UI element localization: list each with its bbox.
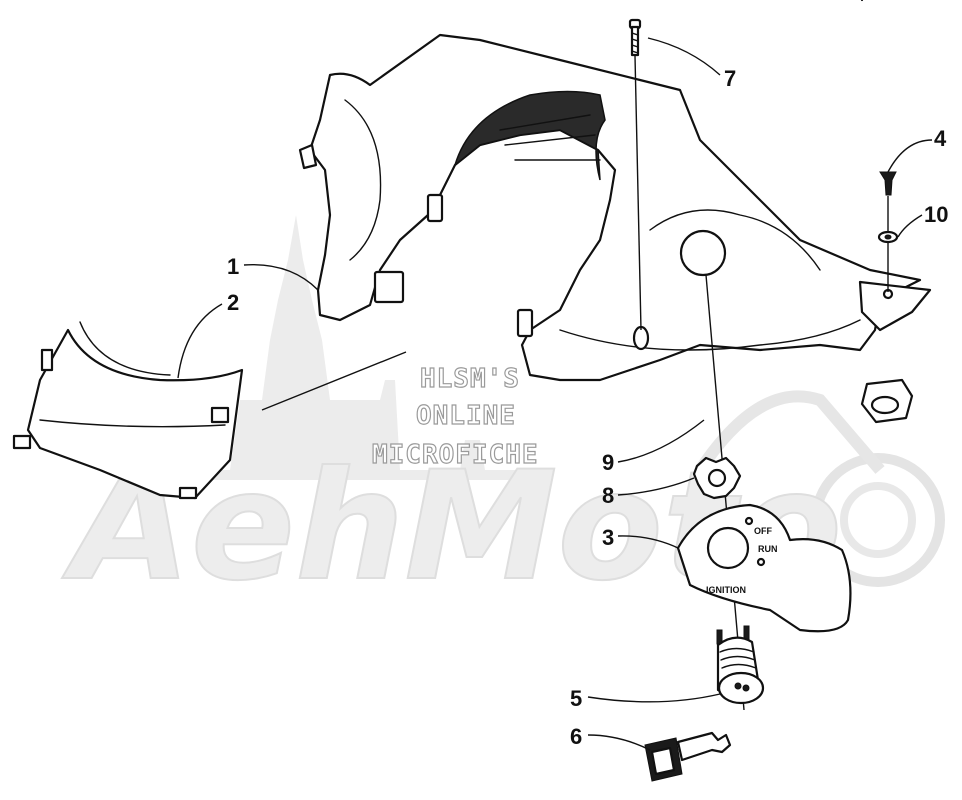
mounting-ear <box>858 280 932 332</box>
callout-7: 7 <box>724 66 736 91</box>
switch-5-keyhole-b <box>742 684 750 692</box>
part-8-lockwasher <box>692 456 742 500</box>
lockwasher-8-bore <box>707 468 727 488</box>
part-6-key <box>644 731 732 782</box>
ignition-plate-run-label: RUN <box>758 544 778 554</box>
switch-5-keyhole-a <box>734 682 742 690</box>
upper-cover-vent <box>453 90 606 181</box>
part-9-nut <box>860 0 914 424</box>
part-5-ignition-switch <box>716 625 765 705</box>
watermark-frame <box>695 390 885 474</box>
leader-4 <box>887 139 933 173</box>
screw-7-thread <box>631 32 639 54</box>
upper-cover-contour-right <box>649 209 821 271</box>
callout-9: 9 <box>602 450 614 475</box>
upper-cover-lip <box>559 319 861 351</box>
part-7-screw <box>628 18 642 331</box>
leader-5 <box>587 693 721 703</box>
screw-4-body <box>879 171 897 196</box>
callout-1: 1 <box>227 254 239 279</box>
upper-cover-tab-far-left <box>298 143 318 170</box>
nut-9-body <box>860 0 914 424</box>
lower-cover-tab-3 <box>210 406 230 424</box>
leader-9 <box>617 419 705 463</box>
watermark-wheel-inner <box>840 482 916 558</box>
callout-3: 3 <box>602 525 614 550</box>
callouts: 1 2 3 4 5 6 7 8 9 10 <box>227 66 948 749</box>
assembly-axis-line <box>261 351 407 411</box>
leader-6 <box>587 734 651 751</box>
part-1-upper-cover <box>298 33 932 382</box>
leader-7 <box>647 37 721 76</box>
lower-cover-tab-1 <box>40 348 54 372</box>
screw-7-axis <box>634 55 642 331</box>
upper-cover-tab-left <box>373 270 405 304</box>
leader-3 <box>617 535 679 549</box>
screw-hole-7 <box>632 325 650 351</box>
ignition-plate-hole <box>706 526 750 570</box>
callout-6: 6 <box>570 724 582 749</box>
switch-5-face <box>717 671 765 705</box>
ignition-plate-off-label: OFF <box>754 526 772 536</box>
part-4-screw <box>879 171 897 292</box>
leader-2 <box>177 303 223 379</box>
lower-cover-curve <box>79 321 171 376</box>
watermark-line-2: ONLINE <box>416 401 516 431</box>
watermark-line-3: MICROFICHE <box>372 440 539 470</box>
key-6-head-inner <box>650 746 676 776</box>
callout-10: 10 <box>924 202 948 227</box>
vent-highlight <box>499 114 601 161</box>
upper-cover-tab-right <box>516 308 534 338</box>
part-2-lower-cover <box>12 321 244 500</box>
lower-cover-tab-2 <box>12 434 32 450</box>
nut-9-bore <box>870 395 900 415</box>
watermark-wheel-outer <box>811 453 945 587</box>
switch-5-threads <box>719 647 757 669</box>
leader-1 <box>243 264 319 291</box>
callout-4: 4 <box>934 126 947 151</box>
lower-cover-crease <box>39 419 226 428</box>
callout-2: 2 <box>227 290 239 315</box>
upper-cover-tab-mid <box>426 193 444 223</box>
ignition-hole <box>679 229 727 277</box>
part-10-washer-hole <box>884 234 892 240</box>
ignition-plate-off-mark <box>744 516 754 526</box>
ignition-plate-run-mark <box>756 557 766 567</box>
callout-5: 5 <box>570 686 582 711</box>
ignition-plate-ignition-label: IGNITION <box>706 585 746 595</box>
lower-cover-tab-4 <box>178 486 198 500</box>
part-3-ignition-plate: OFF RUN IGNITION <box>676 503 852 633</box>
key-6-blade <box>676 731 732 762</box>
leader-8 <box>617 477 695 496</box>
leader-10 <box>897 214 923 238</box>
upper-cover-contour-left <box>344 99 382 261</box>
watermark-skyline <box>200 215 520 480</box>
watermark-line-1: HLSM'S <box>420 364 520 394</box>
upper-cover-body <box>308 33 922 382</box>
lower-cover-body <box>26 328 244 500</box>
callout-8: 8 <box>602 483 614 508</box>
